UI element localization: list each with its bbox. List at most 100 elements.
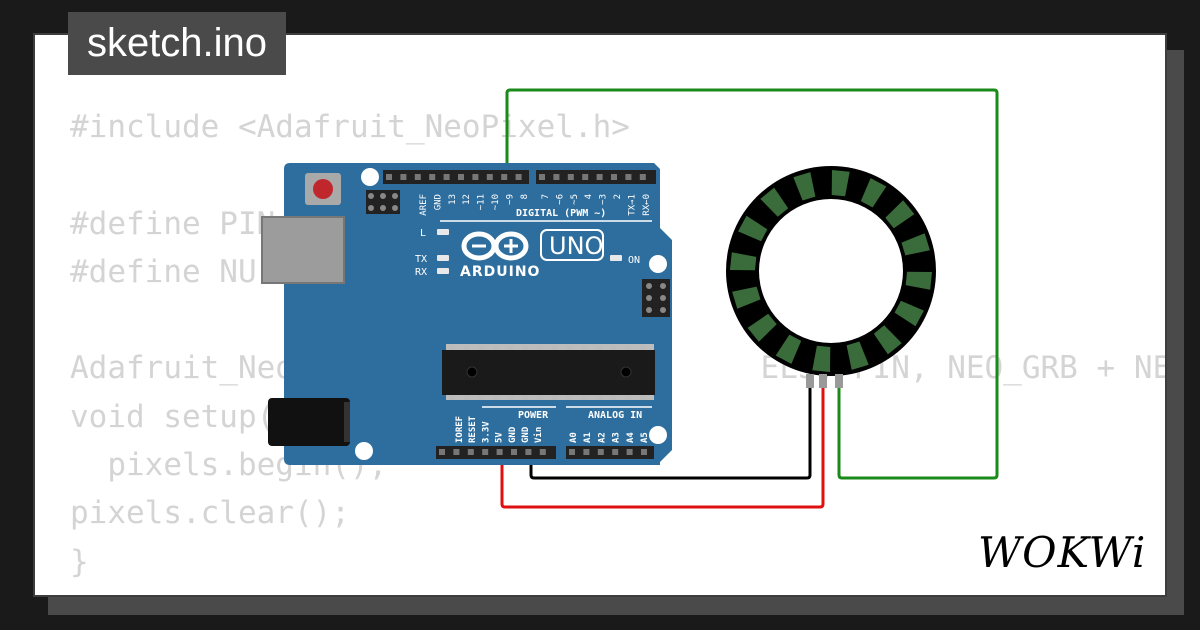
pin-socket[interactable] [597, 449, 604, 455]
pin-socket[interactable] [525, 449, 532, 455]
pin-socket[interactable] [582, 174, 589, 180]
power-wire[interactable] [500, 386, 825, 509]
neopixel-led [846, 341, 869, 370]
pin-socket[interactable] [458, 174, 464, 180]
digital-pin-label: AREF [419, 194, 429, 216]
digital-pin-label: ~5 [570, 194, 580, 205]
chip-pin [610, 345, 617, 350]
chip-pin [610, 395, 617, 400]
data-wire[interactable] [505, 88, 999, 480]
ring-inner [759, 199, 903, 343]
pin-socket[interactable] [386, 174, 392, 180]
neopixel-led [831, 170, 850, 197]
code-line: #include <Adafruit_NeoPixel.h> [70, 109, 630, 145]
pin-socket[interactable] [583, 449, 590, 455]
neopixel-led [894, 300, 924, 327]
pin-socket[interactable] [482, 449, 489, 455]
wires [500, 88, 999, 509]
chip-pin [640, 395, 647, 400]
file-tab[interactable]: sketch.ino [68, 12, 286, 75]
power-pin-label: GND [508, 426, 518, 443]
code-line: #define NU [70, 253, 257, 290]
pin-socket[interactable] [453, 449, 460, 455]
digital-pin-label: 4 [584, 194, 594, 199]
pin-socket[interactable] [641, 449, 647, 455]
pin-socket[interactable] [553, 174, 560, 180]
pin-socket[interactable] [515, 174, 522, 180]
neopixel-led [760, 187, 789, 217]
pin-socket[interactable] [496, 449, 503, 455]
neopixel-led [905, 271, 932, 290]
digital-pin-label: ~6 [555, 194, 565, 205]
code-line: #define PIN [70, 205, 276, 242]
power-pin-label: GND [521, 426, 531, 443]
wokwi-logo-text: WOKWi [978, 528, 1146, 577]
pin-socket[interactable] [611, 174, 617, 180]
pin-socket[interactable] [625, 174, 632, 180]
digital-pin-label: 2 [613, 194, 623, 199]
chip-pin [640, 345, 647, 350]
power-label: POWER [518, 410, 549, 421]
uno-label: UNO [549, 232, 603, 260]
led-on [610, 255, 622, 261]
neopixel-led [775, 334, 802, 364]
pin-socket[interactable] [467, 449, 474, 455]
pin-socket[interactable] [539, 449, 546, 455]
chip-pin [596, 345, 602, 350]
digital-pin-label: GND [433, 194, 443, 210]
analog-pin-label: A5 [640, 432, 650, 443]
mounting-hole [649, 426, 667, 444]
power-pin-label: 3.3V [481, 421, 491, 443]
pin-socket[interactable] [539, 174, 545, 180]
analog-pin-label: A3 [612, 432, 622, 443]
pin-socket[interactable] [596, 174, 603, 180]
usb-connector [261, 216, 345, 284]
pin-socket[interactable] [501, 174, 508, 180]
digital-pin-label: ~10 [491, 194, 501, 210]
mounting-hole [649, 255, 667, 273]
icsp-header-right [642, 279, 670, 317]
analog-pin-label: A4 [626, 432, 636, 443]
arduino-infinity-icon [461, 231, 529, 261]
neopixel-led [738, 215, 768, 242]
chip-pin [625, 395, 632, 400]
digital-pin-label: 7 [541, 194, 551, 199]
digital-pin-label: 13 [448, 194, 458, 205]
pin-socket[interactable] [511, 449, 517, 455]
chip-pin [463, 345, 470, 350]
wokwi-logo: WOKWi [976, 525, 1151, 584]
digital-pin-label: ~9 [505, 194, 515, 205]
pin-socket[interactable] [443, 174, 450, 180]
pin-socket[interactable] [612, 449, 619, 455]
code-editor: #include <Adafruit_NeoPixel.h> #define P… [70, 103, 1165, 586]
chip-pin [507, 395, 514, 400]
pin-socket[interactable] [429, 174, 436, 180]
neopixel-ring[interactable] [726, 166, 936, 388]
pin-socket[interactable] [626, 449, 633, 455]
pin-socket[interactable] [472, 174, 479, 180]
code-line: } [70, 543, 89, 580]
led-l [437, 229, 449, 235]
led-rx [437, 268, 449, 274]
pin-socket[interactable] [400, 174, 407, 180]
pin-socket[interactable] [569, 449, 575, 455]
reset-button[interactable] [313, 179, 333, 199]
pin-socket[interactable] [439, 449, 445, 455]
digital-header-left [383, 170, 529, 184]
led-tx [437, 255, 449, 261]
pin-socket[interactable] [639, 174, 646, 180]
chip-pin [463, 395, 470, 400]
pin-socket[interactable] [486, 174, 493, 180]
digital-pin-sockets [386, 174, 646, 180]
chip-pin [566, 345, 573, 350]
chip-pin [566, 395, 573, 400]
pin-socket[interactable] [414, 174, 421, 180]
chip-pin [478, 395, 485, 400]
ground-wire[interactable] [529, 386, 812, 480]
ring-pixels [730, 170, 932, 372]
pin-socket[interactable] [567, 174, 574, 180]
power-jack [268, 398, 350, 446]
